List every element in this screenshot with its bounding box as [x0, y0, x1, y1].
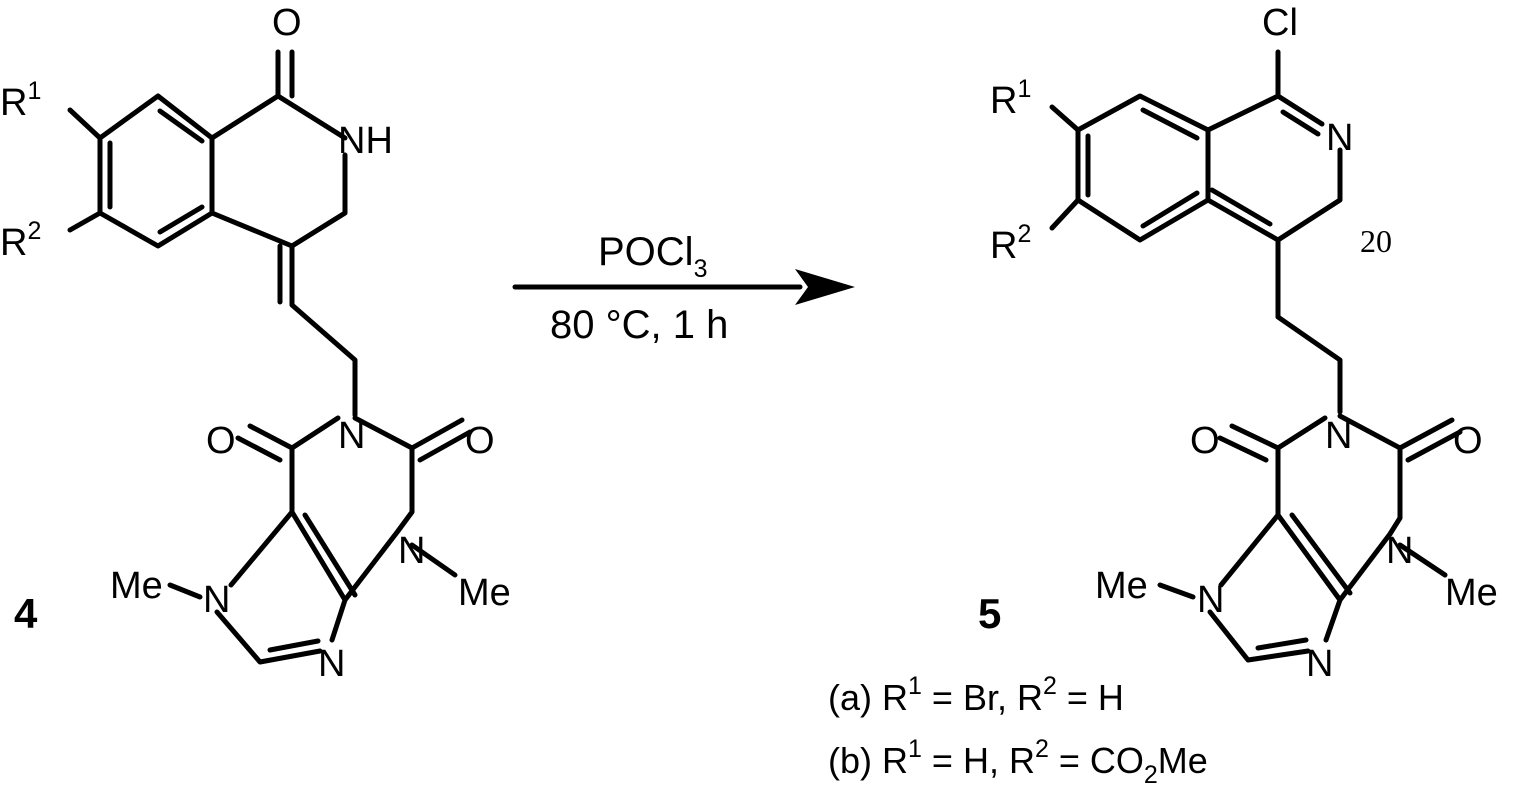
r1-label: R: [0, 82, 27, 124]
numeric-annotation: 20: [1360, 223, 1392, 259]
svg-text:R1: R1: [0, 77, 41, 124]
imidazole-n-label: N: [318, 643, 345, 685]
svg-text:R1: R1: [990, 75, 1031, 122]
substituent-legend: (a) R1 = Br, R2 = H (b) R1 = H, R2 = CO2…: [828, 672, 1208, 789]
methyl-right-label: Me: [458, 572, 511, 614]
left-o-label: O: [206, 420, 236, 462]
reactant-structure: R1 R2 O NH N O O N Me N Me N 4: [0, 2, 511, 685]
variant-b: (b) R1 = H, R2 = CO2Me: [828, 735, 1208, 789]
svg-text:POCl3: POCl3: [598, 230, 707, 283]
variant-a: (a) R1 = Br, R2 = H: [828, 672, 1124, 718]
product-structure: Cl R1 R2 N 20 N O O N Me N Me N 5: [978, 2, 1498, 685]
reagent-label: POCl: [598, 230, 694, 274]
product-imidazole-n-label: N: [1306, 643, 1333, 685]
variant-b-r2-sup: 2: [1035, 735, 1049, 763]
product-methyl-right-label: Me: [1445, 572, 1498, 614]
variant-a-r1: R: [882, 677, 908, 718]
product-right-o-label: O: [1453, 420, 1483, 462]
methyl-left-label: Me: [110, 565, 163, 607]
variant-b-r2: R: [1009, 740, 1035, 781]
imide-n-label: N: [338, 415, 365, 457]
reactant-bonds: [67, 49, 473, 665]
reaction-arrow-group: POCl3 80 °C, 1 h: [512, 230, 855, 347]
r2-superscript: 2: [27, 217, 41, 245]
methyl-n-right-label: N: [398, 530, 425, 572]
variant-a-r1-sup: 1: [908, 672, 922, 700]
product-r1-superscript: 1: [1017, 75, 1031, 103]
product-imide-n-label: N: [1325, 415, 1352, 457]
methyl-n-left-label: N: [203, 579, 230, 621]
variant-a-r2: R: [1017, 677, 1043, 718]
variant-b-r2-subscript: 2: [1144, 761, 1158, 789]
ring-n-label: N: [1326, 117, 1353, 159]
compound-number-5: 5: [978, 590, 1001, 637]
r1-superscript: 1: [27, 77, 41, 105]
right-o-label: O: [465, 420, 495, 462]
conditions-label: 80 °C, 1 h: [550, 303, 728, 347]
product-r1-label: R: [990, 80, 1017, 122]
variant-a-r1-value: = Br,: [922, 677, 1017, 718]
product-r2-label: R: [990, 225, 1017, 267]
variant-b-r2-tail: Me: [1158, 740, 1208, 781]
reagent-subscript: 3: [694, 255, 708, 283]
reaction-arrow-head: [795, 269, 855, 305]
compound-number-4: 4: [14, 590, 38, 637]
variant-b-id: (b): [828, 740, 872, 781]
variant-b-r2-value: = CO: [1049, 740, 1144, 781]
carbonyl-o-label: O: [272, 2, 302, 44]
variant-a-id: (a): [828, 677, 872, 718]
variant-b-r1-value: = H,: [922, 740, 1009, 781]
product-r2-superscript: 2: [1017, 220, 1031, 248]
product-left-o-label: O: [1190, 420, 1220, 462]
variant-b-r1: R: [882, 740, 908, 781]
variant-a-r2-value: = H: [1057, 677, 1124, 718]
product-bonds: [1049, 49, 1463, 663]
variant-a-r2-sup: 2: [1043, 672, 1057, 700]
r2-label: R: [0, 222, 27, 264]
svg-text:R2: R2: [990, 220, 1031, 267]
product-methyl-n-left-label: N: [1197, 579, 1224, 621]
product-methyl-n-right-label: N: [1386, 530, 1413, 572]
variant-b-r1-sup: 1: [908, 735, 922, 763]
chloro-label: Cl: [1262, 2, 1298, 44]
svg-text:R2: R2: [0, 217, 41, 264]
product-methyl-left-label: Me: [1095, 565, 1148, 607]
nh-label: NH: [338, 120, 393, 162]
